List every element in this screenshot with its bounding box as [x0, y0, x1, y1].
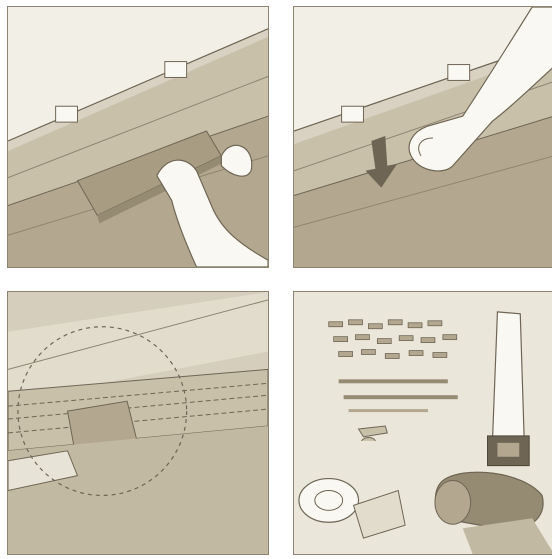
joint-detail-illustration — [8, 292, 268, 554]
floor-clip-installation-illustration — [8, 7, 268, 267]
board-press-illustration — [294, 7, 552, 267]
tools-and-materials-illustration — [294, 292, 552, 554]
illustration-panel-3 — [7, 291, 269, 555]
illustration-panel-4 — [293, 291, 552, 555]
illustration-panel-1 — [7, 6, 269, 268]
illustration-panel-2 — [293, 6, 552, 268]
